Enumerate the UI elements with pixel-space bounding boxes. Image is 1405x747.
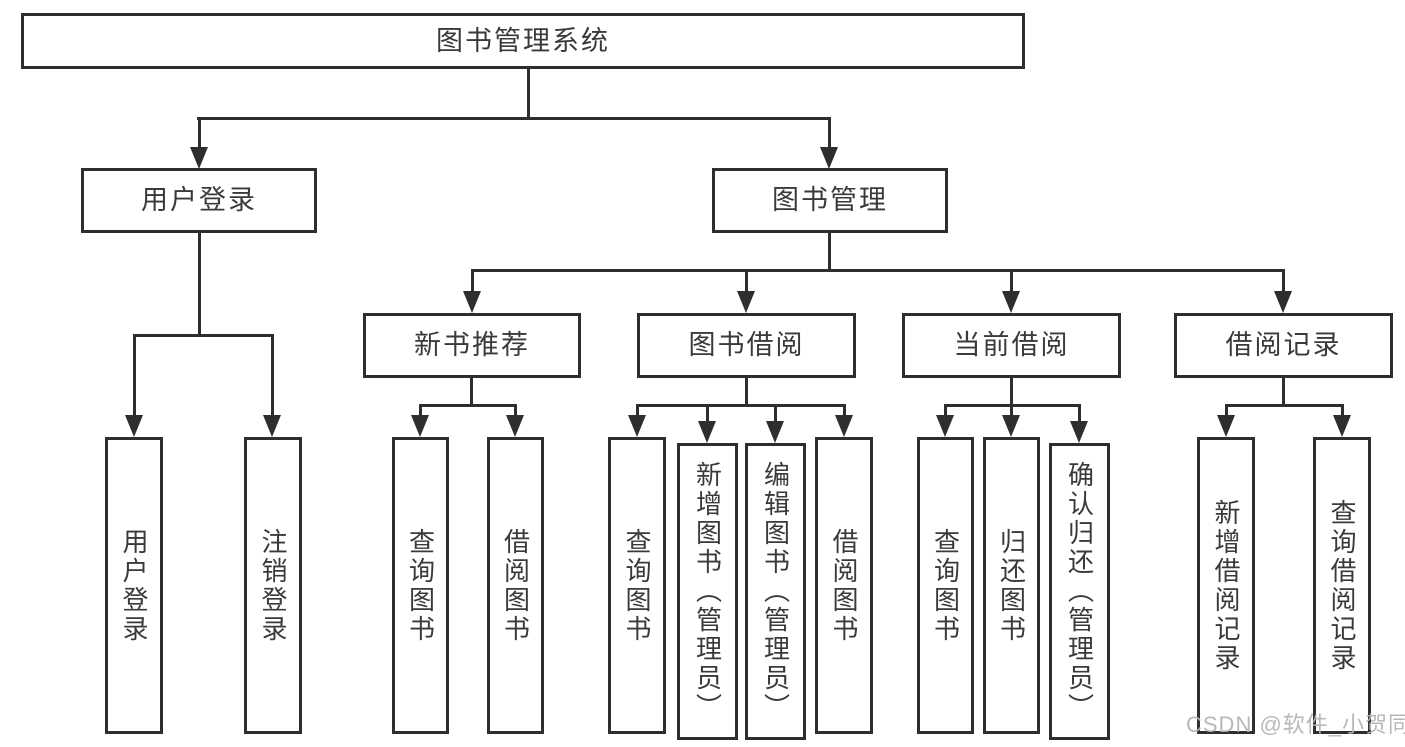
connector-to-leaf (271, 334, 274, 418)
connector-to-leaf (843, 404, 846, 418)
node-label: 图书管理 (772, 185, 888, 215)
node-label: 注销登录 (258, 527, 288, 644)
node-label: 查询图书 (622, 527, 652, 644)
connector-to-leaf (636, 404, 639, 418)
arrowhead-down-icon (1002, 415, 1020, 437)
node-label: 查询图书 (405, 527, 436, 644)
connector-to-leaf (706, 404, 709, 424)
leaf-edit-books-admin: 编辑图书（管理员） (745, 443, 806, 740)
connector-to-leaf (1225, 404, 1228, 418)
connector-user-login-bar (133, 334, 274, 337)
node-label: 图书管理系统 (436, 25, 610, 56)
arrowhead-down-icon (1274, 291, 1292, 313)
leaf-query-books-current: 查询图书 (917, 437, 974, 734)
connector-to-leaf (774, 404, 777, 424)
node-label: 用户登录 (119, 527, 149, 644)
node-label: 归还图书 (996, 527, 1027, 644)
connector-to-user-login (198, 117, 201, 153)
connector-new-book-bar (419, 404, 517, 407)
connector-to-book-management (828, 117, 831, 153)
arrowhead-down-icon (1333, 415, 1351, 437)
connector-book-borrow-stem (745, 378, 748, 407)
leaf-return-books: 归还图书 (983, 437, 1040, 734)
arrowhead-down-icon (766, 421, 784, 443)
node-label: 编辑图书（管理员） (760, 461, 791, 722)
leaf-borrow-books-recommend: 借阅图书 (487, 437, 544, 734)
node-current-borrowing: 当前借阅 (902, 313, 1121, 378)
arrowhead-down-icon (1217, 415, 1235, 437)
connector-borrow-records-stem (1282, 378, 1285, 407)
node-new-book-recommendation: 新书推荐 (363, 313, 581, 378)
arrowhead-down-icon (506, 415, 524, 437)
connector-to-leaf (1010, 404, 1013, 418)
connector-to-book-borrow (745, 269, 748, 295)
leaf-query-books-borrowing: 查询图书 (608, 437, 666, 734)
connector-to-leaf (133, 334, 136, 418)
node-label: 查询借阅记录 (1327, 498, 1357, 673)
node-label: 新增图书（管理员） (692, 461, 723, 722)
connector-to-leaf (1078, 404, 1081, 424)
leaf-logout: 注销登录 (244, 437, 302, 734)
arrowhead-down-icon (936, 415, 954, 437)
node-label: 新书推荐 (414, 330, 530, 360)
node-user-login: 用户登录 (81, 168, 317, 233)
arrowhead-down-icon (737, 291, 755, 313)
arrowhead-down-icon (1002, 291, 1020, 313)
arrowhead-down-icon (125, 415, 143, 437)
node-label: 借阅图书 (829, 527, 859, 644)
connector-current-borrow-stem (1010, 378, 1013, 407)
connector-to-leaf (944, 404, 947, 418)
arrowhead-down-icon (698, 421, 716, 443)
arrowhead-down-icon (411, 415, 429, 437)
node-label: 查询图书 (930, 527, 961, 644)
connector-book-borrow-bar (636, 404, 845, 407)
leaf-confirm-return-admin: 确认归还（管理员） (1049, 443, 1110, 740)
node-label: 图书借阅 (688, 330, 805, 360)
leaf-user-login: 用户登录 (105, 437, 163, 734)
connector-new-book-stem (470, 378, 473, 407)
connector-to-leaf (514, 404, 517, 418)
arrowhead-down-icon (263, 415, 281, 437)
leaf-query-books-recommend: 查询图书 (392, 437, 449, 734)
connector-root-bar (197, 117, 831, 120)
node-label: 新增借阅记录 (1211, 498, 1241, 673)
connector-to-leaf (419, 404, 422, 418)
connector-book-management-bar (471, 269, 1285, 272)
arrowhead-down-icon (463, 291, 481, 313)
connector-book-management-stem (828, 233, 831, 272)
leaf-add-books-admin: 新增图书（管理员） (677, 443, 738, 740)
leaf-add-borrow-record: 新增借阅记录 (1197, 437, 1255, 734)
connector-root-stem (527, 69, 530, 119)
arrowhead-down-icon (820, 147, 838, 169)
node-label: 借阅图书 (500, 527, 531, 644)
arrowhead-down-icon (1070, 421, 1088, 443)
arrowhead-down-icon (835, 415, 853, 437)
connector-to-borrow-records (1282, 269, 1285, 295)
node-book-management: 图书管理 (712, 168, 948, 233)
node-label: 确认归还（管理员） (1064, 461, 1095, 722)
node-book-borrowing: 图书借阅 (637, 313, 856, 378)
connector-to-new-book (471, 269, 474, 295)
leaf-borrow-books-borrowing: 借阅图书 (815, 437, 873, 734)
connector-borrow-records-bar (1225, 404, 1343, 407)
arrowhead-down-icon (628, 415, 646, 437)
node-label: 借阅记录 (1225, 330, 1342, 360)
node-label: 当前借阅 (953, 330, 1070, 360)
node-library-management-system: 图书管理系统 (21, 13, 1025, 69)
csdn-watermark: CSDN @软件_小贺同学 (1186, 712, 1405, 737)
node-borrowing-records: 借阅记录 (1174, 313, 1393, 378)
node-label: 用户登录 (141, 185, 257, 215)
connector-to-current-borrow (1010, 269, 1013, 295)
arrowhead-down-icon (190, 147, 208, 169)
connector-to-leaf (1341, 404, 1344, 418)
leaf-query-borrow-record: 查询借阅记录 (1313, 437, 1371, 734)
connector-user-login-stem (198, 233, 201, 337)
